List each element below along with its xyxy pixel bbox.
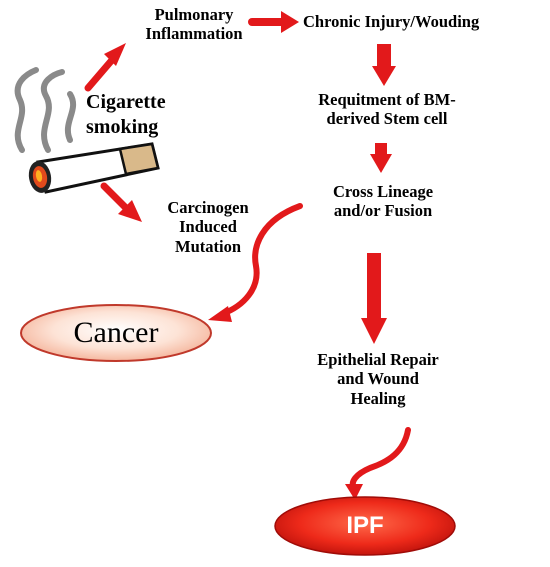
arrow-injury-to-recruitment <box>372 44 396 86</box>
cancer-label: Cancer <box>73 316 159 349</box>
arrow-inflammation-to-injury <box>248 11 299 33</box>
arrow-smoking-to-inflammation <box>84 43 126 92</box>
cigarette-smoking-label: Cigarette smoking <box>86 91 166 138</box>
epithelial-repair-label: Epithelial Repair and Wound Healing <box>317 350 439 408</box>
cigarette-icon <box>28 142 160 194</box>
smoke-icon <box>14 67 77 153</box>
arrow-recruitment-to-cross-lineage <box>370 143 392 173</box>
carcinogen-mutation-label: Carcinogen Induced Mutation <box>167 198 249 256</box>
arrow-repair-to-ipf <box>345 427 411 500</box>
arrows <box>84 11 411 500</box>
arrow-cross-lineage-to-cancer <box>208 203 303 322</box>
cross-lineage-label: Cross Lineage and/or Fusion <box>332 182 434 221</box>
recruitment-stem-cell-label: Requitment of BM- derived Stem cell <box>318 90 456 129</box>
arrow-cross-lineage-to-repair <box>361 253 387 344</box>
pulmonary-inflammation-label: Pulmonary Inflammation <box>145 5 243 44</box>
chronic-injury-label: Chronic Injury/Wouding <box>303 12 480 31</box>
arrow-smoking-to-carcinogen <box>100 182 142 222</box>
ipf-node-shape <box>274 496 456 556</box>
cancer-node-shape <box>20 304 212 362</box>
ipf-label: IPF <box>346 512 384 539</box>
